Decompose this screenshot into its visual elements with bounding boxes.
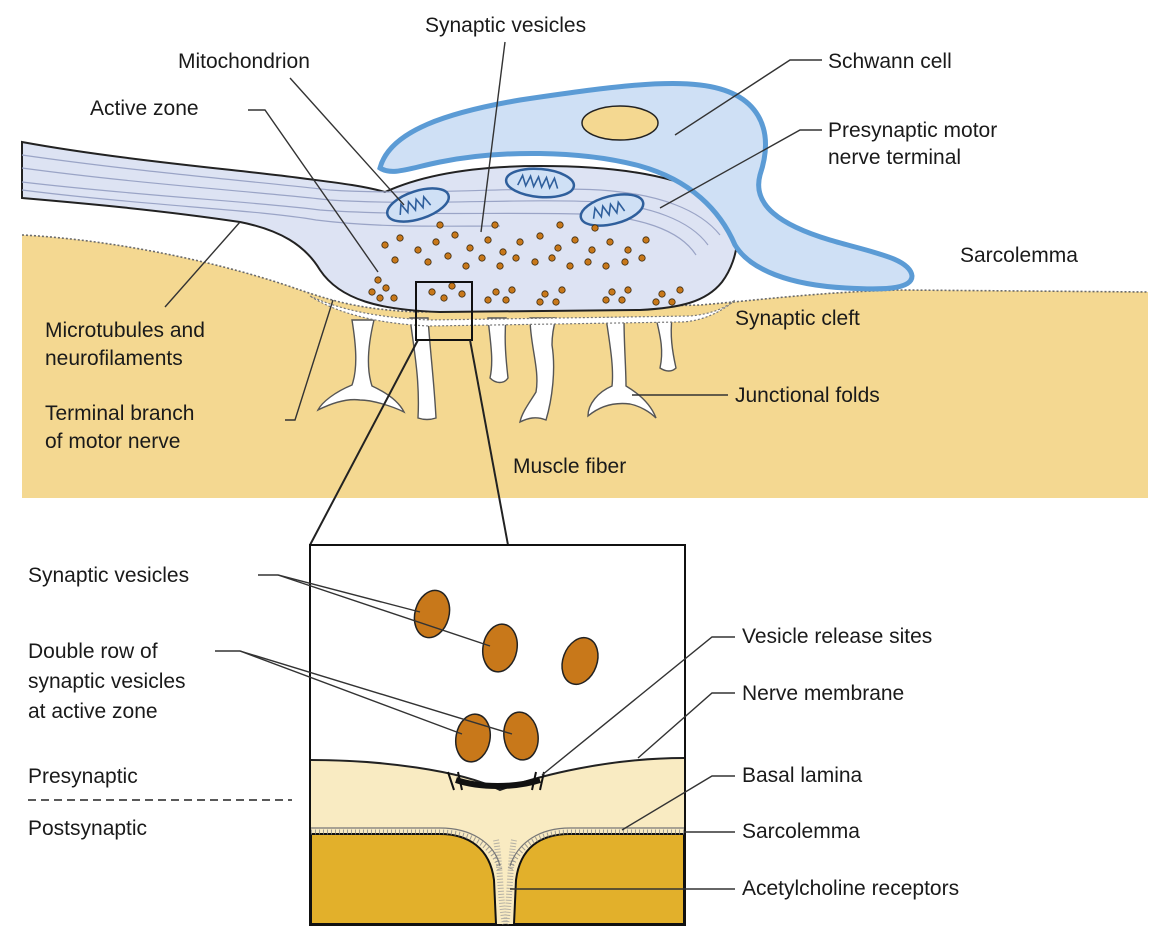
label-presynaptic-terminal-line2: nerve terminal	[828, 146, 961, 169]
vesicle-icon	[625, 287, 631, 293]
vesicle-icon	[513, 255, 519, 261]
label-terminal-branch-line2: of motor nerve	[45, 430, 180, 453]
vesicle-icon	[467, 245, 473, 251]
vesicle-icon	[459, 291, 465, 297]
label-terminal-branch-line1: Terminal branch	[45, 402, 194, 425]
label-nerve-membrane: Nerve membrane	[742, 682, 904, 705]
vesicle-icon	[500, 249, 506, 255]
vesicle-icon	[553, 299, 559, 305]
vesicle-icon	[622, 259, 628, 265]
vesicle-icon	[509, 287, 515, 293]
label-acetylcholine-receptors: Acetylcholine receptors	[742, 877, 959, 900]
vesicle-icon	[485, 297, 491, 303]
label-postsynaptic: Postsynaptic	[28, 817, 147, 840]
vesicle-icon	[585, 259, 591, 265]
vesicle-icon	[382, 242, 388, 248]
vesicle-icon	[643, 237, 649, 243]
label-active-zone: Active zone	[90, 97, 199, 120]
vesicle-icon	[517, 239, 523, 245]
vesicle-icon	[603, 263, 609, 269]
inset-muscle-right	[514, 834, 684, 924]
vesicle-icon	[485, 237, 491, 243]
label-double-row-line1: Double row of	[28, 640, 158, 663]
vesicle-icon	[397, 235, 403, 241]
vesicle-icon	[532, 259, 538, 265]
label-synaptic-cleft: Synaptic cleft	[735, 307, 860, 330]
vesicle-icon	[497, 263, 503, 269]
label-vesicle-release-sites: Vesicle release sites	[742, 625, 932, 648]
label-sarcolemma-bottom: Sarcolemma	[742, 820, 860, 843]
vesicle-icon	[433, 239, 439, 245]
vesicle-icon	[452, 232, 458, 238]
label-mitochondrion: Mitochondrion	[178, 50, 310, 73]
label-junctional-folds: Junctional folds	[735, 384, 880, 407]
vesicle-icon	[441, 295, 447, 301]
vesicle-icon	[607, 239, 613, 245]
vesicle-icon	[659, 291, 665, 297]
vesicle-icon	[592, 225, 598, 231]
vesicle-icon	[589, 247, 595, 253]
vesicle-icon	[669, 299, 675, 305]
vesicle-icon	[479, 255, 485, 261]
vesicle-icon	[572, 237, 578, 243]
vesicle-icon	[493, 289, 499, 295]
vesicle-icon	[503, 297, 509, 303]
vesicle-icon	[677, 287, 683, 293]
vesicle-icon	[557, 222, 563, 228]
vesicle-icon	[377, 295, 383, 301]
label-sarcolemma-top: Sarcolemma	[960, 244, 1078, 267]
label-synaptic-vesicles-bottom: Synaptic vesicles	[28, 564, 189, 587]
vesicle-icon	[463, 263, 469, 269]
vesicle-icon	[555, 245, 561, 251]
label-muscle-fiber: Muscle fiber	[513, 455, 626, 478]
vesicle-icon	[437, 222, 443, 228]
vesicle-icon	[537, 299, 543, 305]
vesicle-icon	[639, 255, 645, 261]
label-schwann-cell: Schwann cell	[828, 50, 952, 73]
label-presynaptic: Presynaptic	[28, 765, 138, 788]
vesicle-icon	[603, 297, 609, 303]
vesicle-icon	[383, 285, 389, 291]
label-microtubules-line2: neurofilaments	[45, 347, 183, 370]
label-basal-lamina: Basal lamina	[742, 764, 863, 787]
vesicle-icon	[492, 222, 498, 228]
vesicle-icon	[549, 255, 555, 261]
inset-muscle	[311, 834, 496, 924]
nucleus-icon	[582, 106, 658, 140]
vesicle-icon	[415, 247, 421, 253]
vesicle-icon	[625, 247, 631, 253]
vesicle-icon	[567, 263, 573, 269]
vesicle-icon	[619, 297, 625, 303]
label-synaptic-vesicles-top: Synaptic vesicles	[425, 14, 586, 37]
vesicle-icon	[653, 299, 659, 305]
vesicle-icon	[429, 289, 435, 295]
label-microtubules-line1: Microtubules and	[45, 319, 205, 342]
vesicle-icon	[425, 259, 431, 265]
vesicle-icon	[449, 283, 455, 289]
enlarged-active-zone-inset	[310, 545, 685, 925]
vesicle-icon	[375, 277, 381, 283]
vesicle-icon	[559, 287, 565, 293]
label-double-row-line3: at active zone	[28, 700, 158, 723]
vesicle-icon	[369, 289, 375, 295]
vesicle-icon	[445, 253, 451, 259]
vesicle-icon	[537, 233, 543, 239]
vesicle-icon	[542, 291, 548, 297]
vesicle-icon	[609, 289, 615, 295]
label-presynaptic-terminal-line1: Presynaptic motor	[828, 119, 997, 142]
vesicle-icon	[391, 295, 397, 301]
vesicle-icon	[392, 257, 398, 263]
label-double-row-line2: synaptic vesicles	[28, 670, 186, 693]
